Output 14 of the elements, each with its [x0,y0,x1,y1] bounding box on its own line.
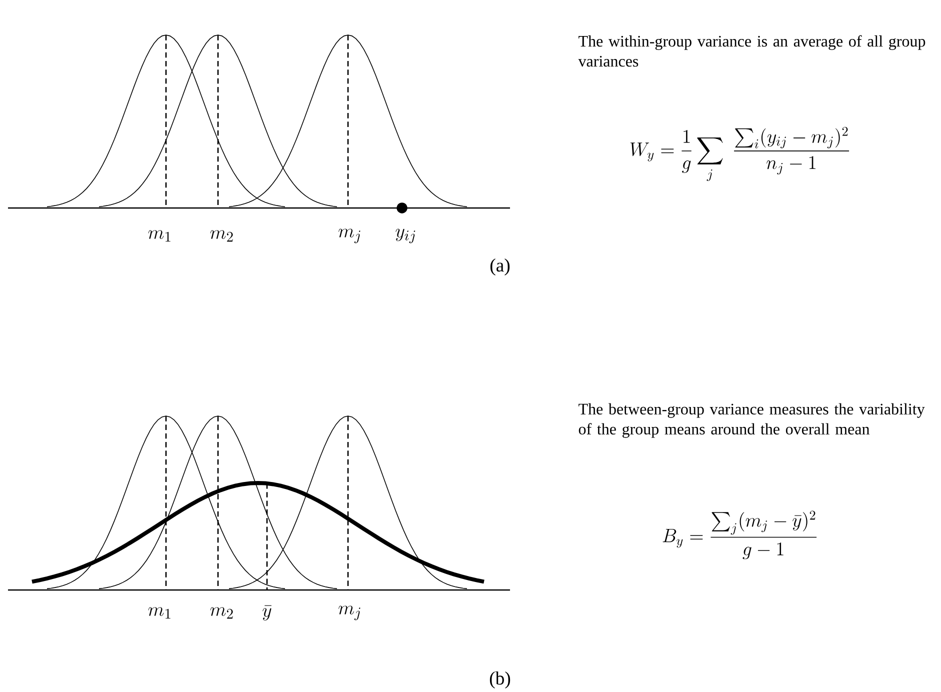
axis-label: $m_j$ [338,228,360,244]
panel-label: (a) [490,258,510,276]
panel-label: (b) [490,672,510,688]
formula: $W_y = \frac{1}{g}\sum_j \; \frac{\sum_i (y_{ij}-m_j)^2}{n_j-1}$ [630,126,850,182]
formula: $B_y = \frac{\sum_j (m_j-\bar{y})^2}{g-1}$ [662,510,817,560]
axis-label: $m_2$ [210,230,233,242]
axis-label: $\bar{y}$ [262,605,272,620]
axis-label: $m_2$ [210,607,233,619]
axis-label: $m_1$ [148,230,170,242]
axis-label: $m_j$ [338,606,360,620]
description-text: The within-group variance is an average of all group variances [578,35,926,67]
description-text: The between-group variance measures the variability of the group means around the overall mean [578,403,925,438]
axis-label: $m_1$ [148,607,170,619]
axis-label: $y_{ij}$ [396,228,416,244]
